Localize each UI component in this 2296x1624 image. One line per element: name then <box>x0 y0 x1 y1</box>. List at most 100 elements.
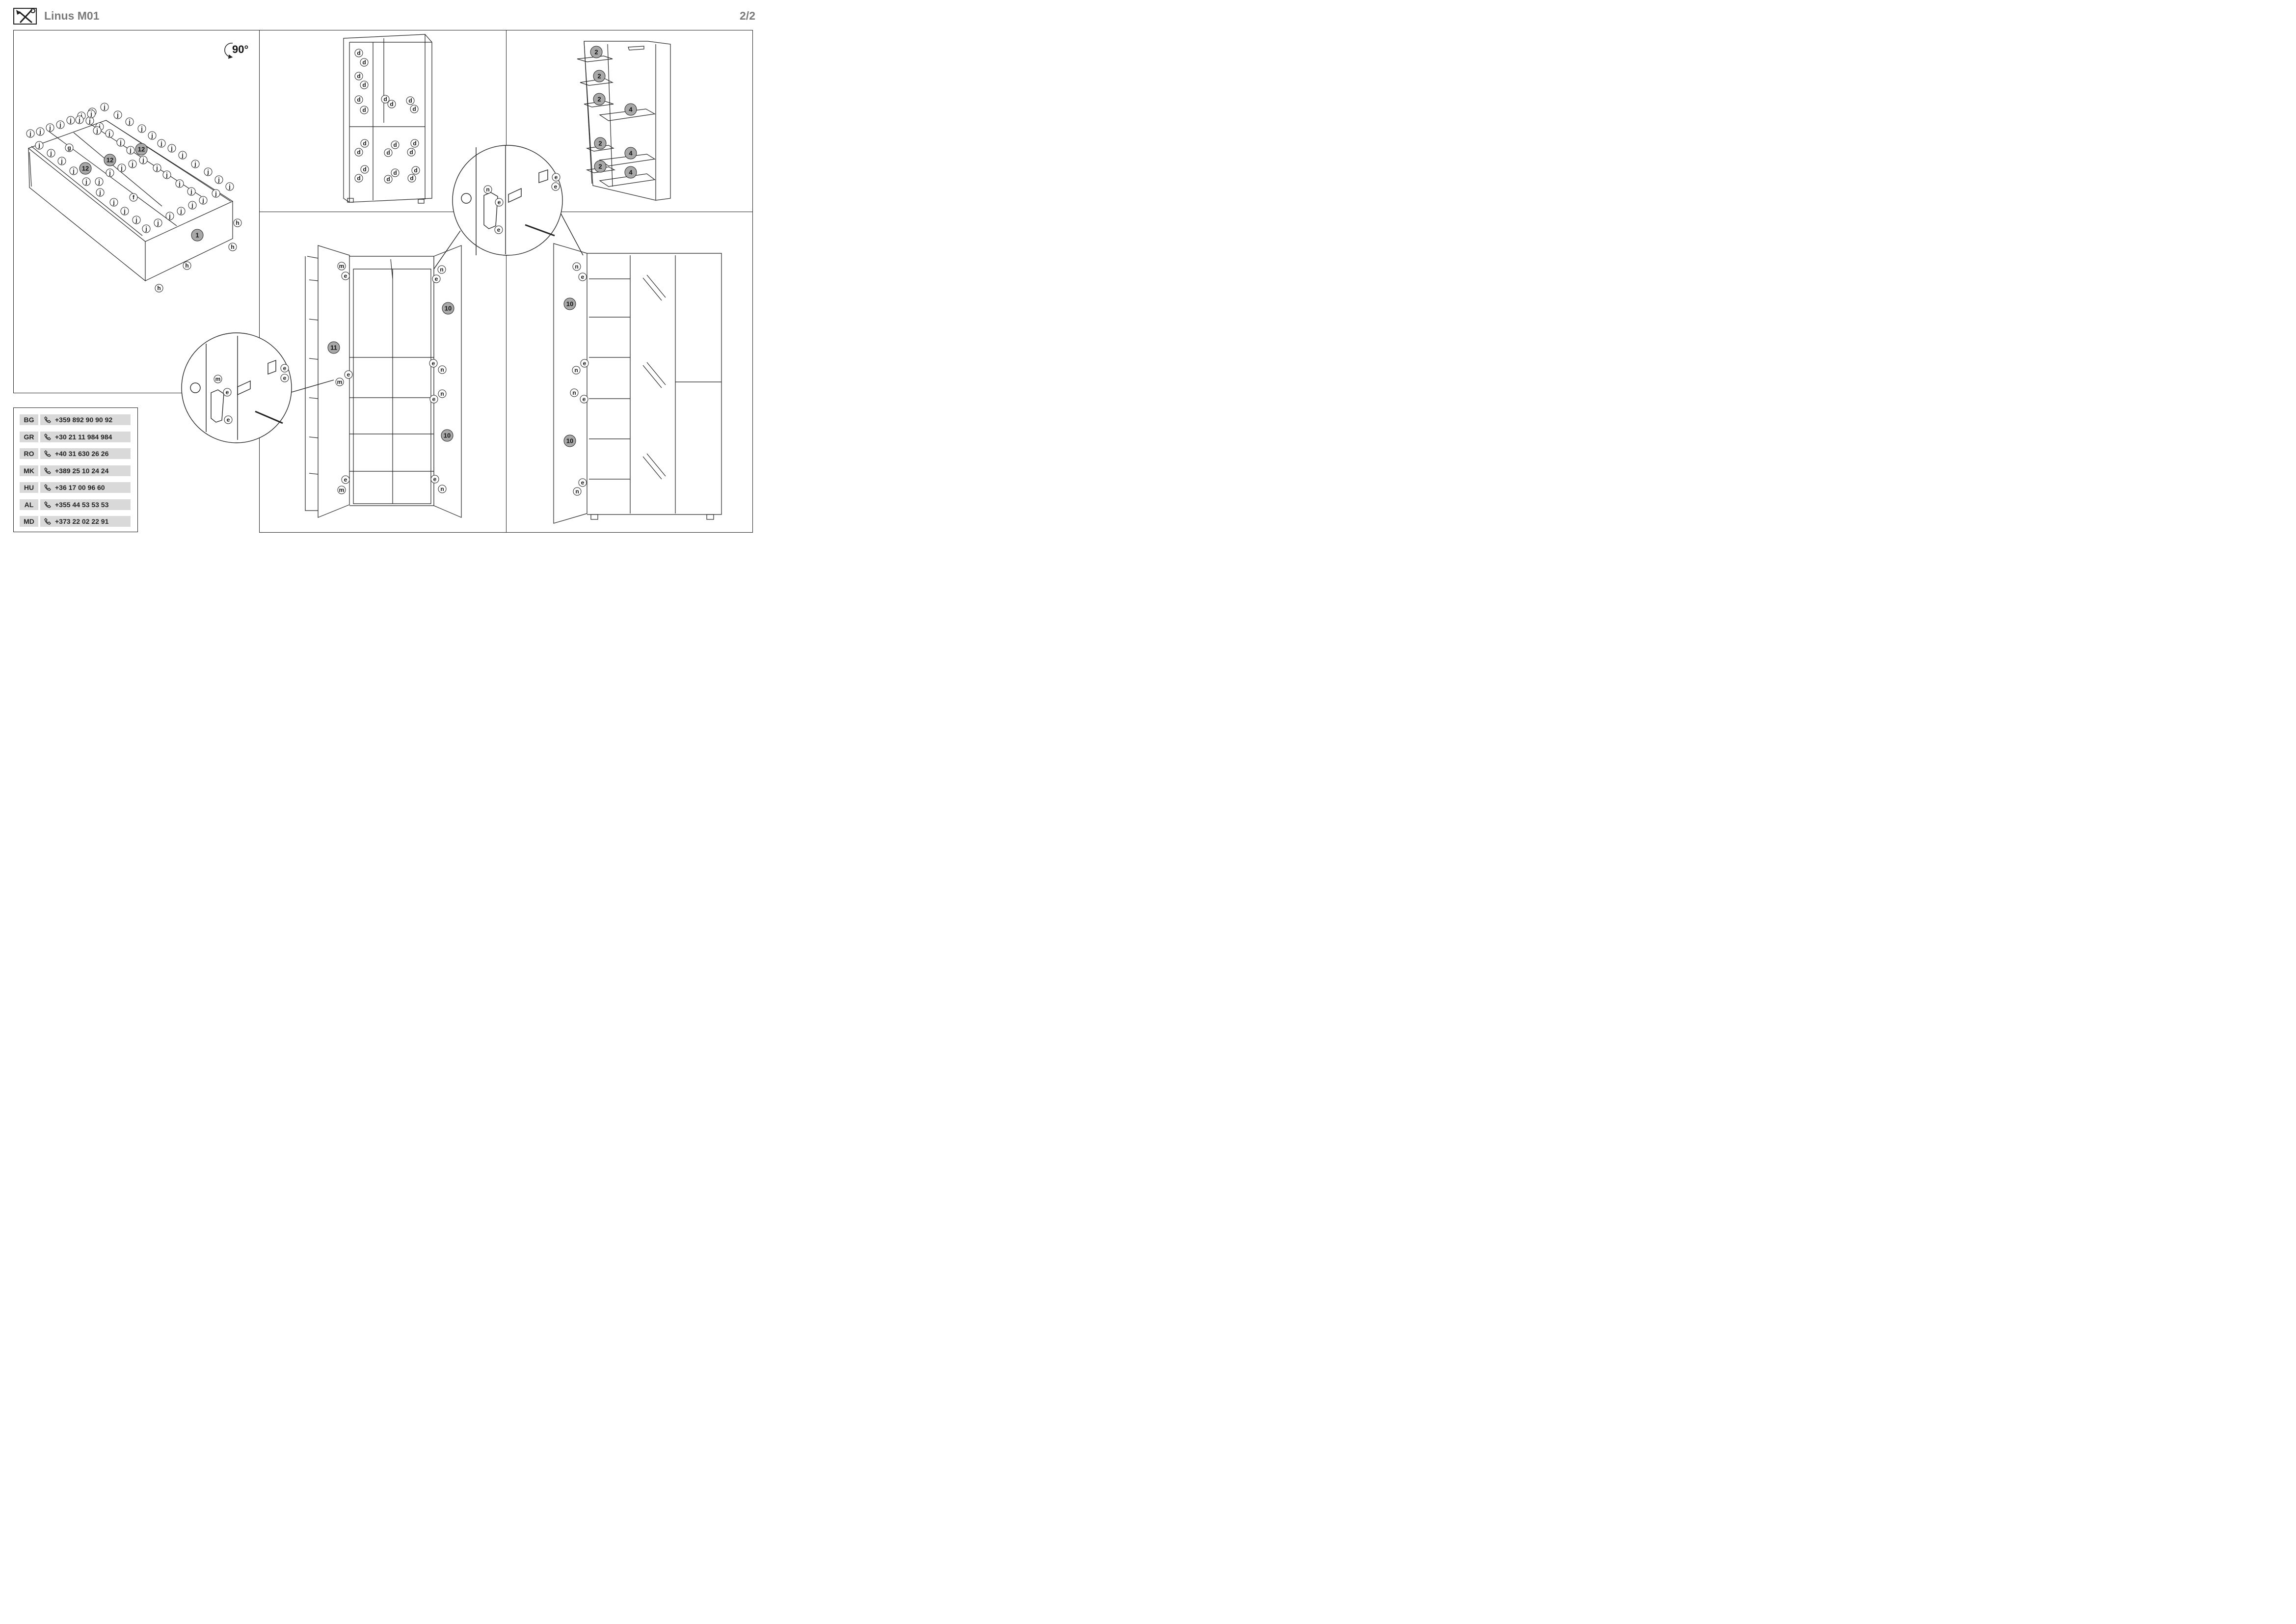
hardware-label-text: j <box>69 117 71 124</box>
hardware-label-text: d <box>386 176 390 183</box>
hardware-label <box>437 265 446 274</box>
wardrobe-open-doors-drawing <box>305 245 462 518</box>
hardware-label <box>139 156 148 164</box>
phone-text: +389 25 10 24 24 <box>55 466 109 475</box>
contact-row: MK+389 25 10 24 24 <box>20 465 131 476</box>
hardware-label-text: j <box>88 117 90 124</box>
hardware-label <box>187 187 196 196</box>
hardware-label <box>280 374 289 382</box>
hardware-label <box>430 475 439 484</box>
hardware-label-text: j <box>39 128 41 135</box>
hardware-label <box>105 129 114 138</box>
hardware-label-text: j <box>170 145 172 152</box>
hardware-label-text: j <box>72 167 74 174</box>
hardware-label-text: j <box>217 176 219 183</box>
hardware-label-text: j <box>120 164 122 171</box>
hardware-label-text: j <box>180 208 182 215</box>
hardware-label <box>155 284 163 293</box>
hardware-label <box>411 166 420 175</box>
hardware-label-text: e <box>227 416 230 423</box>
hinge-detail-magnifier-bottom <box>181 332 334 443</box>
part-number-text: 12 <box>138 146 145 153</box>
hardware-label-text: n <box>572 389 576 396</box>
hardware-label-text: h <box>231 244 234 250</box>
hardware-label-text: e <box>498 199 501 206</box>
hardware-label-text: j <box>78 116 80 123</box>
contact-row: HU+36 17 00 96 60 <box>20 482 131 493</box>
hardware-label-text: f <box>133 194 135 201</box>
part-number-badge <box>79 162 92 175</box>
hinge-detail-magnifier-top <box>433 145 584 270</box>
hardware-label <box>116 138 125 147</box>
country-code: MD <box>20 516 38 527</box>
part-number-badge <box>442 302 454 315</box>
hardware-label <box>429 395 438 404</box>
hardware-label <box>223 388 232 397</box>
hardware-label-text: d <box>412 106 416 112</box>
hardware-label <box>438 485 447 493</box>
hardware-label <box>109 198 118 207</box>
hardware-label <box>337 486 346 494</box>
hardware-label-text: e <box>283 375 287 381</box>
shelves-drawing <box>577 41 671 201</box>
part-number-text: 11 <box>330 344 337 352</box>
phone-number: +359 892 90 90 92 <box>40 414 131 425</box>
hardware-label-text: e <box>581 273 585 280</box>
country-code: GR <box>20 431 38 442</box>
part-number-badge <box>590 46 603 58</box>
country-code: AL <box>20 499 38 510</box>
hardware-label <box>148 131 157 140</box>
contact-row: BG+359 892 90 90 92 <box>20 414 131 425</box>
hardware-label <box>360 139 369 148</box>
hardware-label <box>410 105 419 113</box>
hardware-label <box>384 175 393 184</box>
part-number-text: 10 <box>444 432 451 439</box>
hardware-label <box>573 487 582 496</box>
hardware-label-text: j <box>128 118 130 125</box>
hardware-label-text: j <box>123 208 125 215</box>
rotation-label: 90° <box>232 43 248 55</box>
hardware-label <box>137 124 146 133</box>
phone-number: +40 31 630 26 26 <box>40 448 131 459</box>
hardware-label <box>165 212 174 220</box>
hardware-label-text: n <box>486 186 489 193</box>
hardware-label <box>360 165 369 174</box>
hardware-label <box>95 177 104 186</box>
hardware-label <box>129 193 138 202</box>
hardware-label <box>75 115 84 124</box>
hardware-label-text: j <box>135 217 137 223</box>
hardware-label-text: j <box>165 171 167 178</box>
hardware-label <box>228 243 237 251</box>
hardware-label-text: j <box>59 121 61 128</box>
part-number-badge <box>135 143 148 156</box>
hardware-label-text: g <box>67 144 71 151</box>
hardware-label <box>117 163 126 172</box>
hardware-label-text: d <box>390 101 393 108</box>
hardware-label <box>360 106 369 114</box>
hardware-label-text: h <box>236 219 239 226</box>
hardware-label-text: j <box>178 180 180 187</box>
part-number-text: 4 <box>629 150 633 157</box>
hardware-label-text: j <box>80 112 82 119</box>
tools-icon <box>13 8 37 25</box>
hardware-label-text: d <box>409 149 413 156</box>
hardware-label-text: n <box>440 486 444 492</box>
part-number-text: 10 <box>566 300 573 308</box>
phone-number: +36 17 00 96 60 <box>40 482 131 493</box>
hardware-label <box>407 148 416 157</box>
hardware-label <box>354 174 363 183</box>
hardware-label <box>391 140 400 149</box>
hardware-label-text: j <box>181 152 183 159</box>
hardware-label-text: j <box>116 111 118 118</box>
hardware-label-text: d <box>393 169 397 176</box>
hardware-label-text: j <box>129 147 131 154</box>
hardware-label <box>344 370 353 379</box>
hardware-label <box>438 365 447 374</box>
hardware-label-text: j <box>90 110 92 117</box>
hardware-label <box>47 149 55 158</box>
hardware-label <box>162 170 171 179</box>
hardware-label-text: j <box>112 199 114 206</box>
hardware-label <box>100 103 109 111</box>
hardware-label <box>341 271 350 280</box>
part-number-text: 2 <box>598 163 602 170</box>
